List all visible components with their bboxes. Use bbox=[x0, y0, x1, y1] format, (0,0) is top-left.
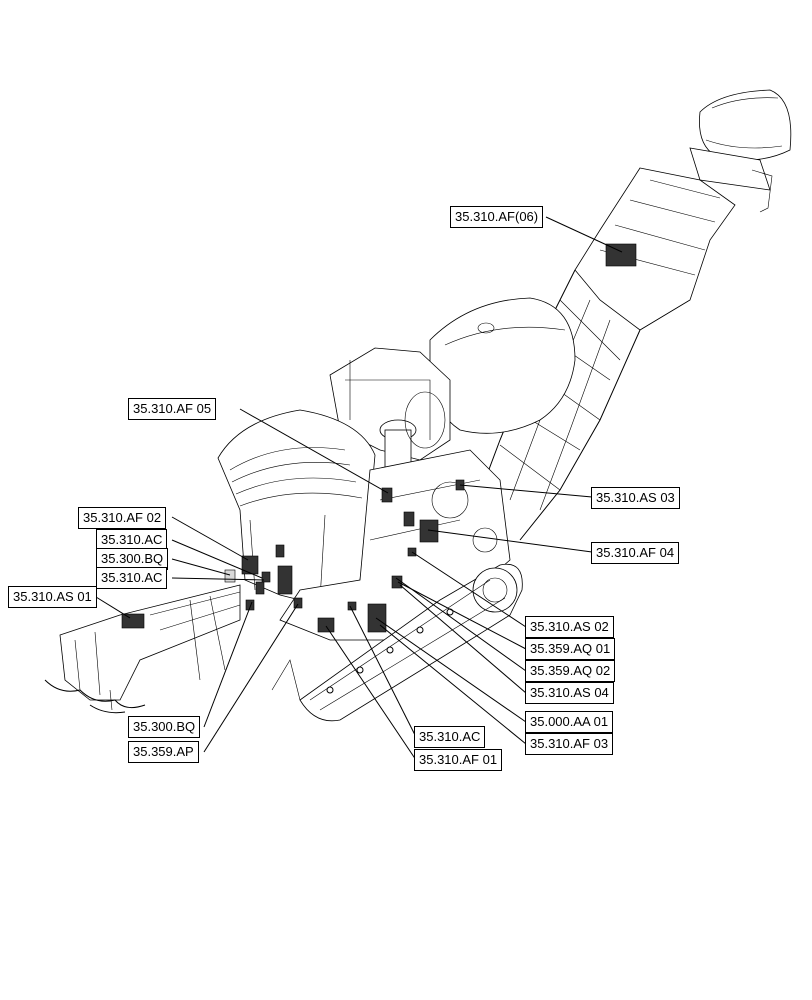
callout-bq-b: 35.300.BQ bbox=[128, 716, 201, 738]
cab-frame-drawing bbox=[329, 347, 451, 471]
callout-af06: 35.310.AF(06) bbox=[450, 206, 544, 228]
callout-ac-b: 35.310.AC bbox=[96, 567, 168, 589]
callout-as01: 35.310.AS 01 bbox=[8, 586, 97, 608]
callout-af05: 35.310.AF 05 bbox=[128, 398, 217, 420]
callout-af01: 35.310.AF 01 bbox=[414, 749, 503, 771]
elevator-device-af06 bbox=[605, 243, 637, 267]
callout-af02: 35.310.AF 02 bbox=[78, 507, 167, 529]
callout-as04: 35.310.AS 04 bbox=[525, 682, 614, 704]
callout-af03: 35.310.AF 03 bbox=[525, 733, 614, 755]
callout-ac-c: 35.310.AC bbox=[414, 726, 486, 748]
callout-af04: 35.310.AF 04 bbox=[591, 542, 680, 564]
callout-as02: 35.310.AS 02 bbox=[525, 616, 614, 638]
engine-dome-drawing bbox=[429, 297, 576, 434]
callout-as03: 35.310.AS 03 bbox=[591, 487, 680, 509]
front-device-as01 bbox=[121, 613, 145, 629]
callout-aq01: 35.359.AQ 01 bbox=[525, 638, 616, 660]
front-attachment-drawing bbox=[44, 584, 241, 714]
callout-ac-a: 35.310.AC bbox=[96, 529, 168, 551]
callout-aa01: 35.000.AA 01 bbox=[525, 711, 614, 733]
callout-aq02: 35.359.AQ 02 bbox=[525, 660, 616, 682]
leader-lines bbox=[95, 216, 623, 761]
hopper-drawing bbox=[217, 409, 376, 606]
callout-ap: 35.359.AP bbox=[128, 741, 199, 763]
